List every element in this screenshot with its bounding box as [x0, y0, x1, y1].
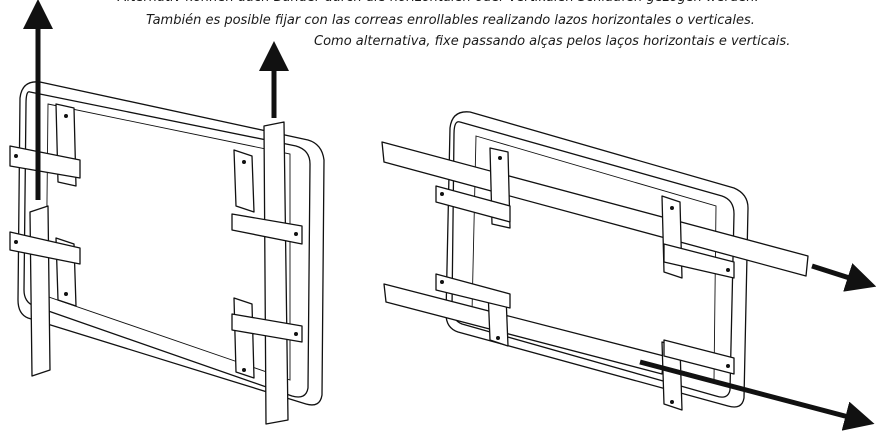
bracket-bottom-left: [9, 231, 81, 307]
bracket-bottom-right: [231, 297, 303, 379]
strap-lower-horizontal: [383, 283, 665, 375]
bracket-top-right: [231, 149, 303, 245]
vertical-strap-illustration: [9, 0, 325, 425]
strap-left-vertical: [29, 205, 51, 377]
bracket-right-top-right: [661, 195, 735, 279]
caption-portuguese: Como alternativa, fixe passando alças pe…: [314, 34, 791, 49]
strap-right-vertical: [263, 121, 289, 425]
caption-german: Alternativ können auch Bänder durch die …: [118, 0, 759, 8]
bracket-top-left: [9, 103, 81, 187]
caption-spanish: También es posible fijar con las correas…: [146, 13, 755, 28]
arrow-right-upper: [811, 263, 877, 292]
instruction-captions: Alternativ können auch Bänder durch die …: [0, 0, 882, 70]
bracket-right-top-left: [435, 147, 511, 229]
bracket-right-bottom-right: [661, 339, 735, 411]
arrow-right-lower: [639, 359, 875, 431]
horizontal-strap-illustration: [381, 111, 877, 431]
bracket-right-bottom-left: [435, 273, 511, 347]
